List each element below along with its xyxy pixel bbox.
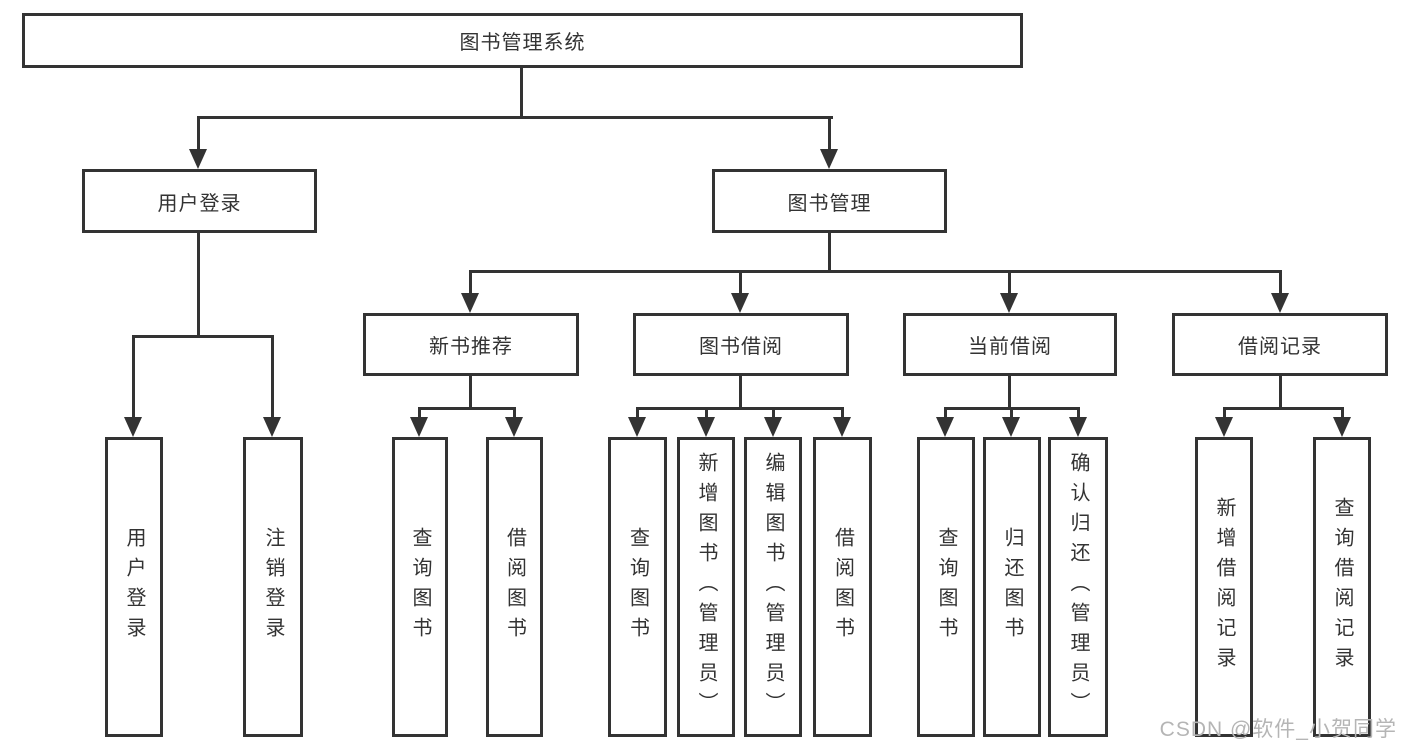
leaf-add-borrow-record-label: 新增借阅记录 [1213, 497, 1235, 677]
node-borrow-record: 借阅记录 [1172, 313, 1388, 376]
arrow-down-icon [1215, 417, 1233, 437]
connector-bookmgmt-drop-3 [1008, 270, 1011, 296]
leaf-query-book-1: 查询图书 [392, 437, 448, 737]
leaf-query-borrow-record-label: 查询借阅记录 [1331, 497, 1353, 677]
connector-bookmgmt-stem [828, 233, 831, 272]
arrow-down-icon [1002, 417, 1020, 437]
node-user-login: 用户登录 [82, 169, 317, 233]
node-borrow-record-label: 借阅记录 [1238, 336, 1322, 358]
connector-newbookrec-stem [469, 376, 472, 409]
arrow-down-icon [124, 417, 142, 437]
connector-currentborrow-drop-3 [1077, 407, 1080, 419]
leaf-logout: 注销登录 [243, 437, 303, 737]
node-book-borrow-label: 图书借阅 [699, 336, 783, 358]
leaf-borrow-book-1-label: 借阅图书 [503, 527, 526, 647]
leaf-borrow-book-2: 借阅图书 [813, 437, 872, 737]
connector-bookmgmt-drop-2 [739, 270, 742, 296]
connector-newbookrec-bar [418, 407, 516, 410]
node-book-management: 图书管理 [712, 169, 947, 233]
leaf-edit-book-admin: 编辑图书（管理员） [744, 437, 802, 737]
node-root: 图书管理系统 [22, 13, 1023, 68]
arrow-down-icon [764, 417, 782, 437]
connector-borrowrecord-drop-1 [1223, 407, 1226, 419]
leaf-return-book-label: 归还图书 [1001, 527, 1023, 647]
connector-bookborrow-bar [636, 407, 844, 410]
arrow-down-icon [1069, 417, 1087, 437]
connector-currentborrow-drop-1 [944, 407, 947, 419]
arrow-down-icon [833, 417, 851, 437]
node-new-book-recommend: 新书推荐 [363, 313, 579, 376]
arrow-down-icon [936, 417, 954, 437]
connector-userlogin-bar [132, 335, 274, 338]
arrow-down-icon [461, 293, 479, 313]
leaf-borrow-book-1: 借阅图书 [486, 437, 543, 737]
connector-userlogin-drop-1 [132, 335, 135, 419]
connector-bookmgmt-drop-1 [469, 270, 472, 296]
node-current-borrow: 当前借阅 [903, 313, 1117, 376]
connector-bookborrow-drop-1 [636, 407, 639, 419]
arrow-down-icon [263, 417, 281, 437]
arrow-down-icon [1271, 293, 1289, 313]
leaf-confirm-return-admin-label: 确认归还（管理员） [1067, 452, 1089, 722]
connector-userlogin-stem [197, 232, 200, 335]
arrow-down-icon [1333, 417, 1351, 437]
arrow-down-icon [628, 417, 646, 437]
arrow-down-icon [1000, 293, 1018, 313]
leaf-add-book-admin-label: 新增图书（管理员） [695, 452, 717, 722]
connector-currentborrow-stem [1008, 375, 1011, 409]
leaf-logout-label: 注销登录 [262, 527, 284, 647]
leaf-user-login: 用户登录 [105, 437, 163, 737]
connector-bookmgmt-bar [469, 270, 1282, 273]
leaf-query-book-3-label: 查询图书 [935, 527, 957, 647]
leaf-query-book-2: 查询图书 [608, 437, 667, 737]
connector-bookmgmt-drop-4 [1279, 270, 1282, 296]
connector-borrowrecord-drop-2 [1341, 407, 1344, 419]
connector-bookborrow-drop-2 [705, 407, 708, 419]
connector-bookborrow-drop-4 [841, 407, 844, 419]
arrow-down-icon [697, 417, 715, 437]
connector-bookborrow-drop-3 [772, 407, 775, 419]
leaf-query-borrow-record: 查询借阅记录 [1313, 437, 1371, 737]
leaf-query-book-2-label: 查询图书 [626, 527, 649, 647]
connector-newbookrec-drop-2 [513, 407, 516, 419]
leaf-return-book: 归还图书 [983, 437, 1041, 737]
csdn-watermark: CSDN @软件_小贺同学 [1159, 718, 1397, 741]
arrow-down-icon [820, 149, 838, 169]
connector-userlogin-drop-2 [271, 335, 274, 419]
leaf-user-login-label: 用户登录 [123, 527, 145, 647]
arrow-down-icon [505, 417, 523, 437]
arrow-down-icon [410, 417, 428, 437]
connector-currentborrow-drop-2 [1010, 407, 1013, 419]
connector-bookborrow-stem [739, 376, 742, 409]
arrow-down-icon [189, 149, 207, 169]
node-new-book-recommend-label: 新书推荐 [429, 336, 513, 358]
connector-root-bar [197, 116, 833, 119]
leaf-add-borrow-record: 新增借阅记录 [1195, 437, 1253, 737]
leaf-confirm-return-admin: 确认归还（管理员） [1048, 437, 1108, 737]
node-book-management-label: 图书管理 [787, 192, 872, 215]
leaf-edit-book-admin-label: 编辑图书（管理员） [762, 452, 784, 722]
connector-root-drop-right [828, 116, 831, 150]
node-root-label: 图书管理系统 [459, 32, 586, 54]
node-current-borrow-label: 当前借阅 [968, 336, 1052, 358]
arrow-down-icon [731, 293, 749, 313]
connector-borrowrecord-stem [1279, 375, 1282, 409]
connector-borrowrecord-bar [1223, 407, 1344, 410]
leaf-add-book-admin: 新增图书（管理员） [677, 437, 735, 737]
connector-root-drop-left [197, 116, 200, 150]
leaf-borrow-book-2-label: 借阅图书 [831, 527, 854, 647]
node-user-login-label: 用户登录 [157, 192, 242, 215]
node-book-borrow: 图书借阅 [633, 313, 849, 376]
leaf-query-book-3: 查询图书 [917, 437, 975, 737]
connector-root-stem [520, 68, 523, 116]
leaf-query-book-1-label: 查询图书 [409, 527, 431, 647]
connector-newbookrec-drop-1 [418, 407, 421, 419]
